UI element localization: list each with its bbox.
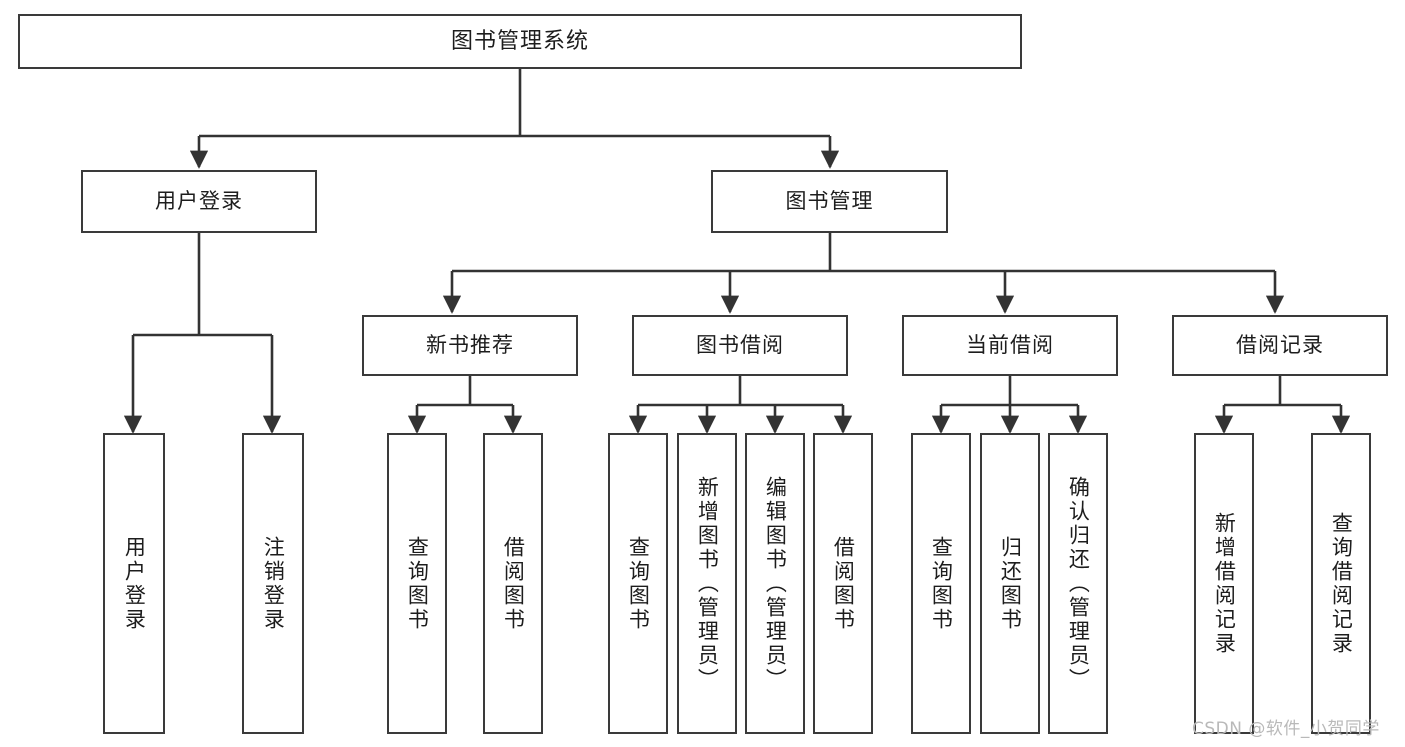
node-root-system[interactable]: 图书管理系统 <box>18 14 1022 69</box>
node-label: 查询借阅记录 <box>1329 511 1354 656</box>
node-label: 图书管理系统 <box>450 28 589 54</box>
node-leaf-add-record[interactable]: 新增借阅记录 <box>1194 433 1254 734</box>
node-book-borrow[interactable]: 图书借阅 <box>632 315 848 376</box>
node-leaf-query-book-3[interactable]: 查询图书 <box>911 433 971 734</box>
node-book-management[interactable]: 图书管理 <box>711 170 948 233</box>
node-label: 查询图书 <box>626 535 651 632</box>
node-leaf-query-record[interactable]: 查询借阅记录 <box>1311 433 1371 734</box>
node-label: 用户登录 <box>155 189 243 214</box>
node-label: 查询图书 <box>405 535 430 632</box>
node-label: 新增借阅记录 <box>1212 511 1237 656</box>
node-leaf-borrow-book-2[interactable]: 借阅图书 <box>813 433 873 734</box>
node-borrow-record[interactable]: 借阅记录 <box>1172 315 1388 376</box>
node-label: 注销登录 <box>261 535 286 632</box>
watermark-text: CSDN @软件_小贺同学 <box>1192 719 1380 739</box>
node-label: 新增图书（管理员） <box>695 475 720 692</box>
node-label: 确认归还（管理员） <box>1066 475 1091 692</box>
node-leaf-edit-book[interactable]: 编辑图书（管理员） <box>745 433 805 734</box>
node-leaf-return-book[interactable]: 归还图书 <box>980 433 1040 734</box>
node-label: 用户登录 <box>122 535 147 632</box>
node-leaf-add-book[interactable]: 新增图书（管理员） <box>677 433 737 734</box>
node-leaf-borrow-book-1[interactable]: 借阅图书 <box>483 433 543 734</box>
node-current-borrow[interactable]: 当前借阅 <box>902 315 1118 376</box>
node-label: 借阅图书 <box>831 535 856 632</box>
node-new-book-recommend[interactable]: 新书推荐 <box>362 315 578 376</box>
node-label: 归还图书 <box>998 535 1023 632</box>
node-user-login[interactable]: 用户登录 <box>81 170 317 233</box>
node-leaf-query-book-1[interactable]: 查询图书 <box>387 433 447 734</box>
node-label: 新书推荐 <box>426 333 514 358</box>
node-label: 图书管理 <box>785 189 874 214</box>
node-leaf-user-login[interactable]: 用户登录 <box>103 433 165 734</box>
node-label: 借阅图书 <box>501 535 526 632</box>
node-leaf-query-book-2[interactable]: 查询图书 <box>608 433 668 734</box>
node-label: 编辑图书（管理员） <box>763 475 788 692</box>
node-label: 查询图书 <box>929 535 954 632</box>
node-leaf-user-logout[interactable]: 注销登录 <box>242 433 304 734</box>
node-leaf-confirm-return[interactable]: 确认归还（管理员） <box>1048 433 1108 734</box>
node-label: 当前借阅 <box>966 333 1054 358</box>
node-label: 图书借阅 <box>696 333 784 358</box>
node-label: 借阅记录 <box>1236 333 1324 358</box>
